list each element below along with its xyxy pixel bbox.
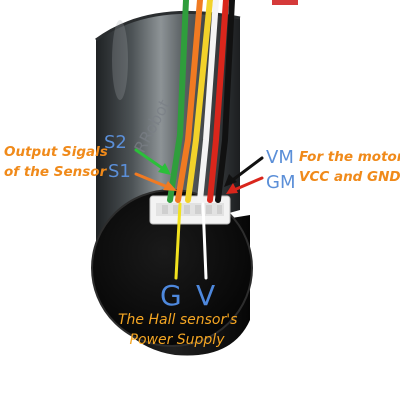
hall-sensor-note: The Hall sensor's Power Supply xyxy=(118,312,238,348)
hall-note-line1: The Hall sensor's xyxy=(118,312,238,328)
arrow-s2 xyxy=(134,148,167,172)
connector-header xyxy=(149,195,231,225)
label-s2: S2 xyxy=(104,132,127,153)
hall-note-line2: Power Supply xyxy=(129,332,225,348)
label-vm: VM xyxy=(266,147,294,168)
label-g: G xyxy=(160,279,182,312)
arrow-vm xyxy=(228,156,264,184)
motor-power-note: For the motor's VCC and GND xyxy=(299,149,400,185)
wire-red xyxy=(207,0,229,203)
wire-black xyxy=(215,0,235,203)
pointer-v xyxy=(201,202,208,280)
wire-bundle xyxy=(167,0,235,203)
label-s1: S1 xyxy=(108,161,131,182)
output-note-line1: Output Sigals xyxy=(4,144,108,160)
wire-yellow xyxy=(185,0,213,203)
arrow-s1 xyxy=(134,172,172,190)
pointer-g xyxy=(174,202,182,280)
motor-note-line2: VCC and GND xyxy=(299,168,400,185)
logo-fragment xyxy=(272,0,298,5)
motor-note-line1: For the motor's xyxy=(299,149,400,165)
wire-orange xyxy=(175,0,203,203)
encoder-cap xyxy=(91,189,253,356)
label-gm: GM xyxy=(266,172,296,193)
arrow-gm xyxy=(232,176,264,192)
wire-white xyxy=(197,0,219,203)
label-v: V xyxy=(196,279,216,312)
annotation-arrows xyxy=(134,148,264,280)
wire-green xyxy=(167,0,189,203)
output-signals-note: Output Sigals of the Sensor xyxy=(4,144,108,180)
output-note-line2: of the Sensor xyxy=(4,163,107,180)
